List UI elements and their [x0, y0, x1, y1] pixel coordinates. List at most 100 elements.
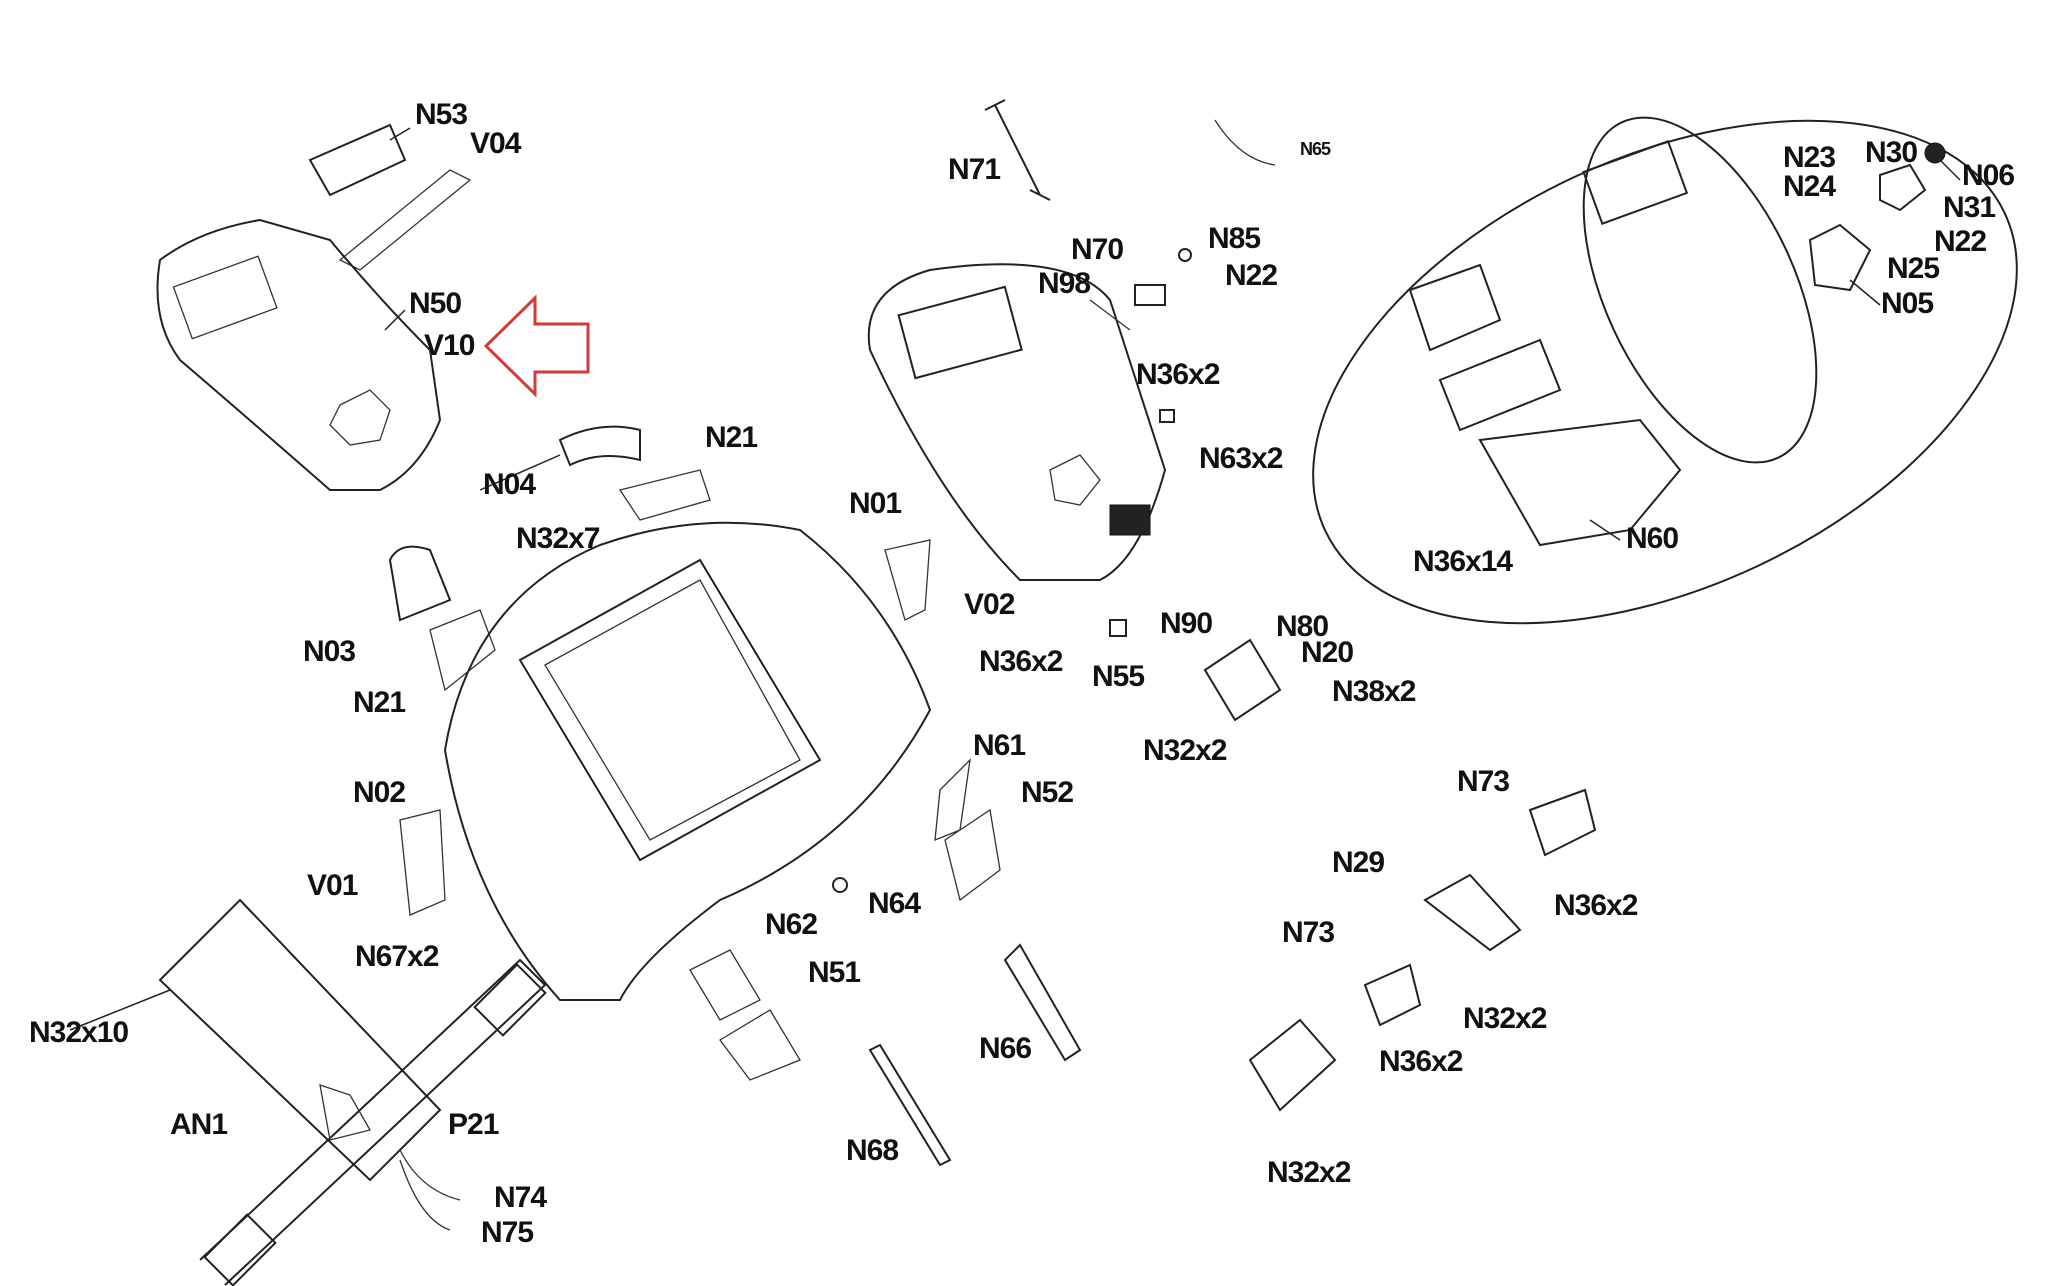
label-n22: N22: [1225, 259, 1277, 292]
label-n36x2: N36x2: [1379, 1045, 1463, 1078]
label-n32x10: N32x10: [29, 1016, 128, 1049]
label-n98: N98: [1038, 267, 1090, 300]
part-n68-cable: [868, 1043, 952, 1167]
label-n21: N21: [705, 421, 757, 454]
label-n32x2: N32x2: [1463, 1002, 1547, 1035]
frame-crossbar: [199, 958, 547, 1286]
part-n01-console: [867, 263, 1167, 581]
label-n29: N29: [1332, 846, 1384, 879]
part-n60-board: [1478, 418, 1682, 547]
label-n61: N61: [973, 729, 1025, 762]
label-n06: N06: [1962, 159, 2014, 192]
detail-console-back: [1582, 116, 1818, 464]
label-n36x2: N36x2: [979, 645, 1063, 678]
part-n71-cable: [984, 99, 1051, 201]
part-n32x2-bracket: [1248, 1018, 1337, 1112]
label-n55: N55: [1092, 660, 1144, 693]
overlay-panel-parts: [156, 123, 472, 491]
part-n66-cable: [1003, 943, 1082, 1062]
part-n52: [944, 808, 1001, 902]
label-n24: N24: [1783, 170, 1836, 203]
part-n29: [1423, 873, 1522, 952]
detail-ellipse: [1312, 119, 2018, 625]
label-n51: N51: [808, 956, 860, 989]
label-n38x2: N38x2: [1332, 675, 1416, 708]
label-n32x2: N32x2: [1143, 734, 1227, 767]
label-n36x2: N36x2: [1554, 889, 1638, 922]
part-n04: [558, 425, 641, 467]
label-n68: N68: [846, 1134, 898, 1167]
label-n73: N73: [1457, 765, 1509, 798]
part-n05-keypad: [1808, 223, 1872, 292]
detail-display: [1582, 139, 1689, 225]
label-n23: N23: [1783, 141, 1835, 174]
part-n21-lower: [429, 609, 496, 692]
label-v04: V04: [470, 127, 522, 160]
part-labels: N53 V04 N50 V10 N04 N21 N32x7 N03 N21 N0…: [29, 98, 2015, 1249]
part-an1-frame: [158, 898, 442, 1182]
part-n64: [832, 877, 848, 893]
part-n23-n31-keys: [1879, 163, 1927, 212]
console-parts: [867, 99, 1282, 1167]
part-n51: [719, 1009, 801, 1081]
part-n06-knob: [1924, 142, 1946, 164]
part-v10-keypad: [329, 389, 391, 446]
label-n80: N80: [1276, 610, 1328, 643]
label-n64: N64: [868, 887, 921, 920]
label-n05: N05: [1881, 287, 1933, 320]
label-n04: N04: [483, 468, 536, 501]
part-n98: [1089, 299, 1131, 331]
part-n61: [934, 758, 971, 842]
frame-foot-left: [203, 1213, 277, 1286]
detail-lcd: [1438, 338, 1562, 432]
label-n63x2: N63x2: [1199, 442, 1283, 475]
label-n25: N25: [1887, 252, 1939, 285]
label-n67x2: N67x2: [355, 940, 439, 973]
label-n03: N03: [303, 635, 355, 668]
part-v04: [338, 169, 472, 271]
part-n73-lower: [1363, 963, 1422, 1027]
part-n53: [308, 123, 407, 197]
label-n85: N85: [1208, 222, 1260, 255]
part-n73-upper: [1528, 788, 1597, 857]
frame-parts: [158, 898, 547, 1286]
console-keypad: [1049, 454, 1101, 506]
label-n21: N21: [353, 686, 405, 719]
label-n52: N52: [1021, 776, 1073, 809]
label-n75: N75: [481, 1216, 533, 1249]
detail-lcd-frame: [1408, 263, 1502, 352]
part-n55: [1109, 619, 1127, 637]
part-n63: [1159, 409, 1175, 423]
label-n31: N31: [1943, 191, 1995, 224]
label-n02: N02: [353, 776, 405, 809]
label-n36x2: N36x2: [1136, 358, 1220, 391]
housing-tray-inner: [544, 579, 801, 841]
label-an1: AN1: [170, 1108, 227, 1141]
label-n36x14: N36x14: [1413, 545, 1513, 578]
label-n32x2: N32x2: [1267, 1156, 1351, 1189]
label-n71: N71: [948, 153, 1000, 186]
label-n73: N73: [1282, 916, 1334, 949]
bracket-parts: [1248, 788, 1597, 1112]
part-n70: [1134, 284, 1166, 306]
label-v01: V01: [307, 869, 358, 902]
label-p21: P21: [448, 1108, 499, 1141]
label-n20: N20: [1301, 636, 1353, 669]
part-v01: [399, 809, 446, 916]
part-n03: [388, 545, 452, 622]
label-n60: N60: [1626, 522, 1678, 555]
label-n66: N66: [979, 1032, 1031, 1065]
label-n22: N22: [1934, 225, 1986, 258]
part-n85: [1178, 248, 1192, 262]
label-n65: N65: [1300, 139, 1331, 159]
housing-parts: [388, 425, 1001, 1081]
part-n50: [156, 218, 442, 491]
detail-ellipse-group: [1312, 116, 2018, 625]
label-n53: N53: [415, 98, 467, 131]
highlight-arrow-icon: [483, 294, 590, 398]
housing-tray: [518, 558, 822, 862]
part-n80: [1203, 638, 1282, 722]
part-n65-cable: [1214, 119, 1276, 166]
label-n01: N01: [849, 487, 901, 520]
label-n32x7: N32x7: [516, 522, 600, 555]
